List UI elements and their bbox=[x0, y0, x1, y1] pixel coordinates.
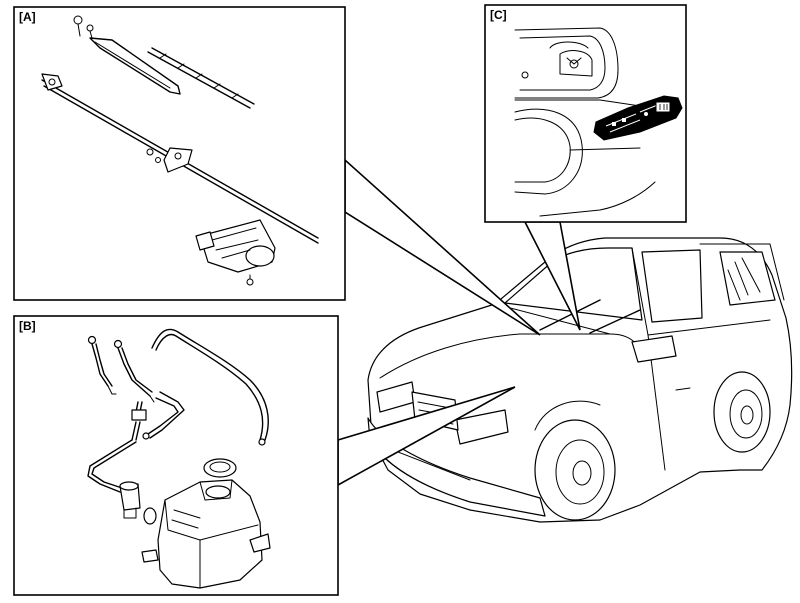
washer-tank bbox=[141, 479, 271, 589]
steering-wheel bbox=[514, 99, 656, 217]
panel-c-wiper-switch: [C] bbox=[484, 4, 687, 223]
vehicle-illustration bbox=[367, 237, 793, 523]
wiper-switch-lever bbox=[593, 95, 683, 141]
panel-b-washer-system: [B] bbox=[13, 315, 339, 596]
panel-b-label: [B] bbox=[19, 319, 36, 333]
headlight-right bbox=[454, 409, 509, 445]
instrument-cluster bbox=[514, 27, 619, 99]
wiper-arm bbox=[73, 15, 181, 95]
washer-nozzle-hoses bbox=[87, 335, 155, 403]
side-mirror bbox=[631, 335, 677, 363]
wiper-motor bbox=[195, 219, 276, 286]
wiper-link-rod bbox=[41, 73, 319, 244]
front-wheel bbox=[534, 400, 616, 521]
panel-a-label: [A] bbox=[19, 10, 36, 24]
washer-tank-cap bbox=[203, 458, 237, 478]
washer-pipe-run bbox=[87, 391, 185, 493]
panel-a-wiper-assembly: [A] bbox=[13, 6, 346, 301]
panel-c-label: [C] bbox=[490, 8, 507, 22]
washer-hose-long bbox=[151, 328, 269, 446]
wiper-blade bbox=[147, 47, 255, 109]
rear-wheel bbox=[713, 371, 771, 453]
side-window-front bbox=[641, 249, 703, 323]
side-window-rear bbox=[719, 251, 776, 306]
washer-pump bbox=[119, 481, 157, 525]
